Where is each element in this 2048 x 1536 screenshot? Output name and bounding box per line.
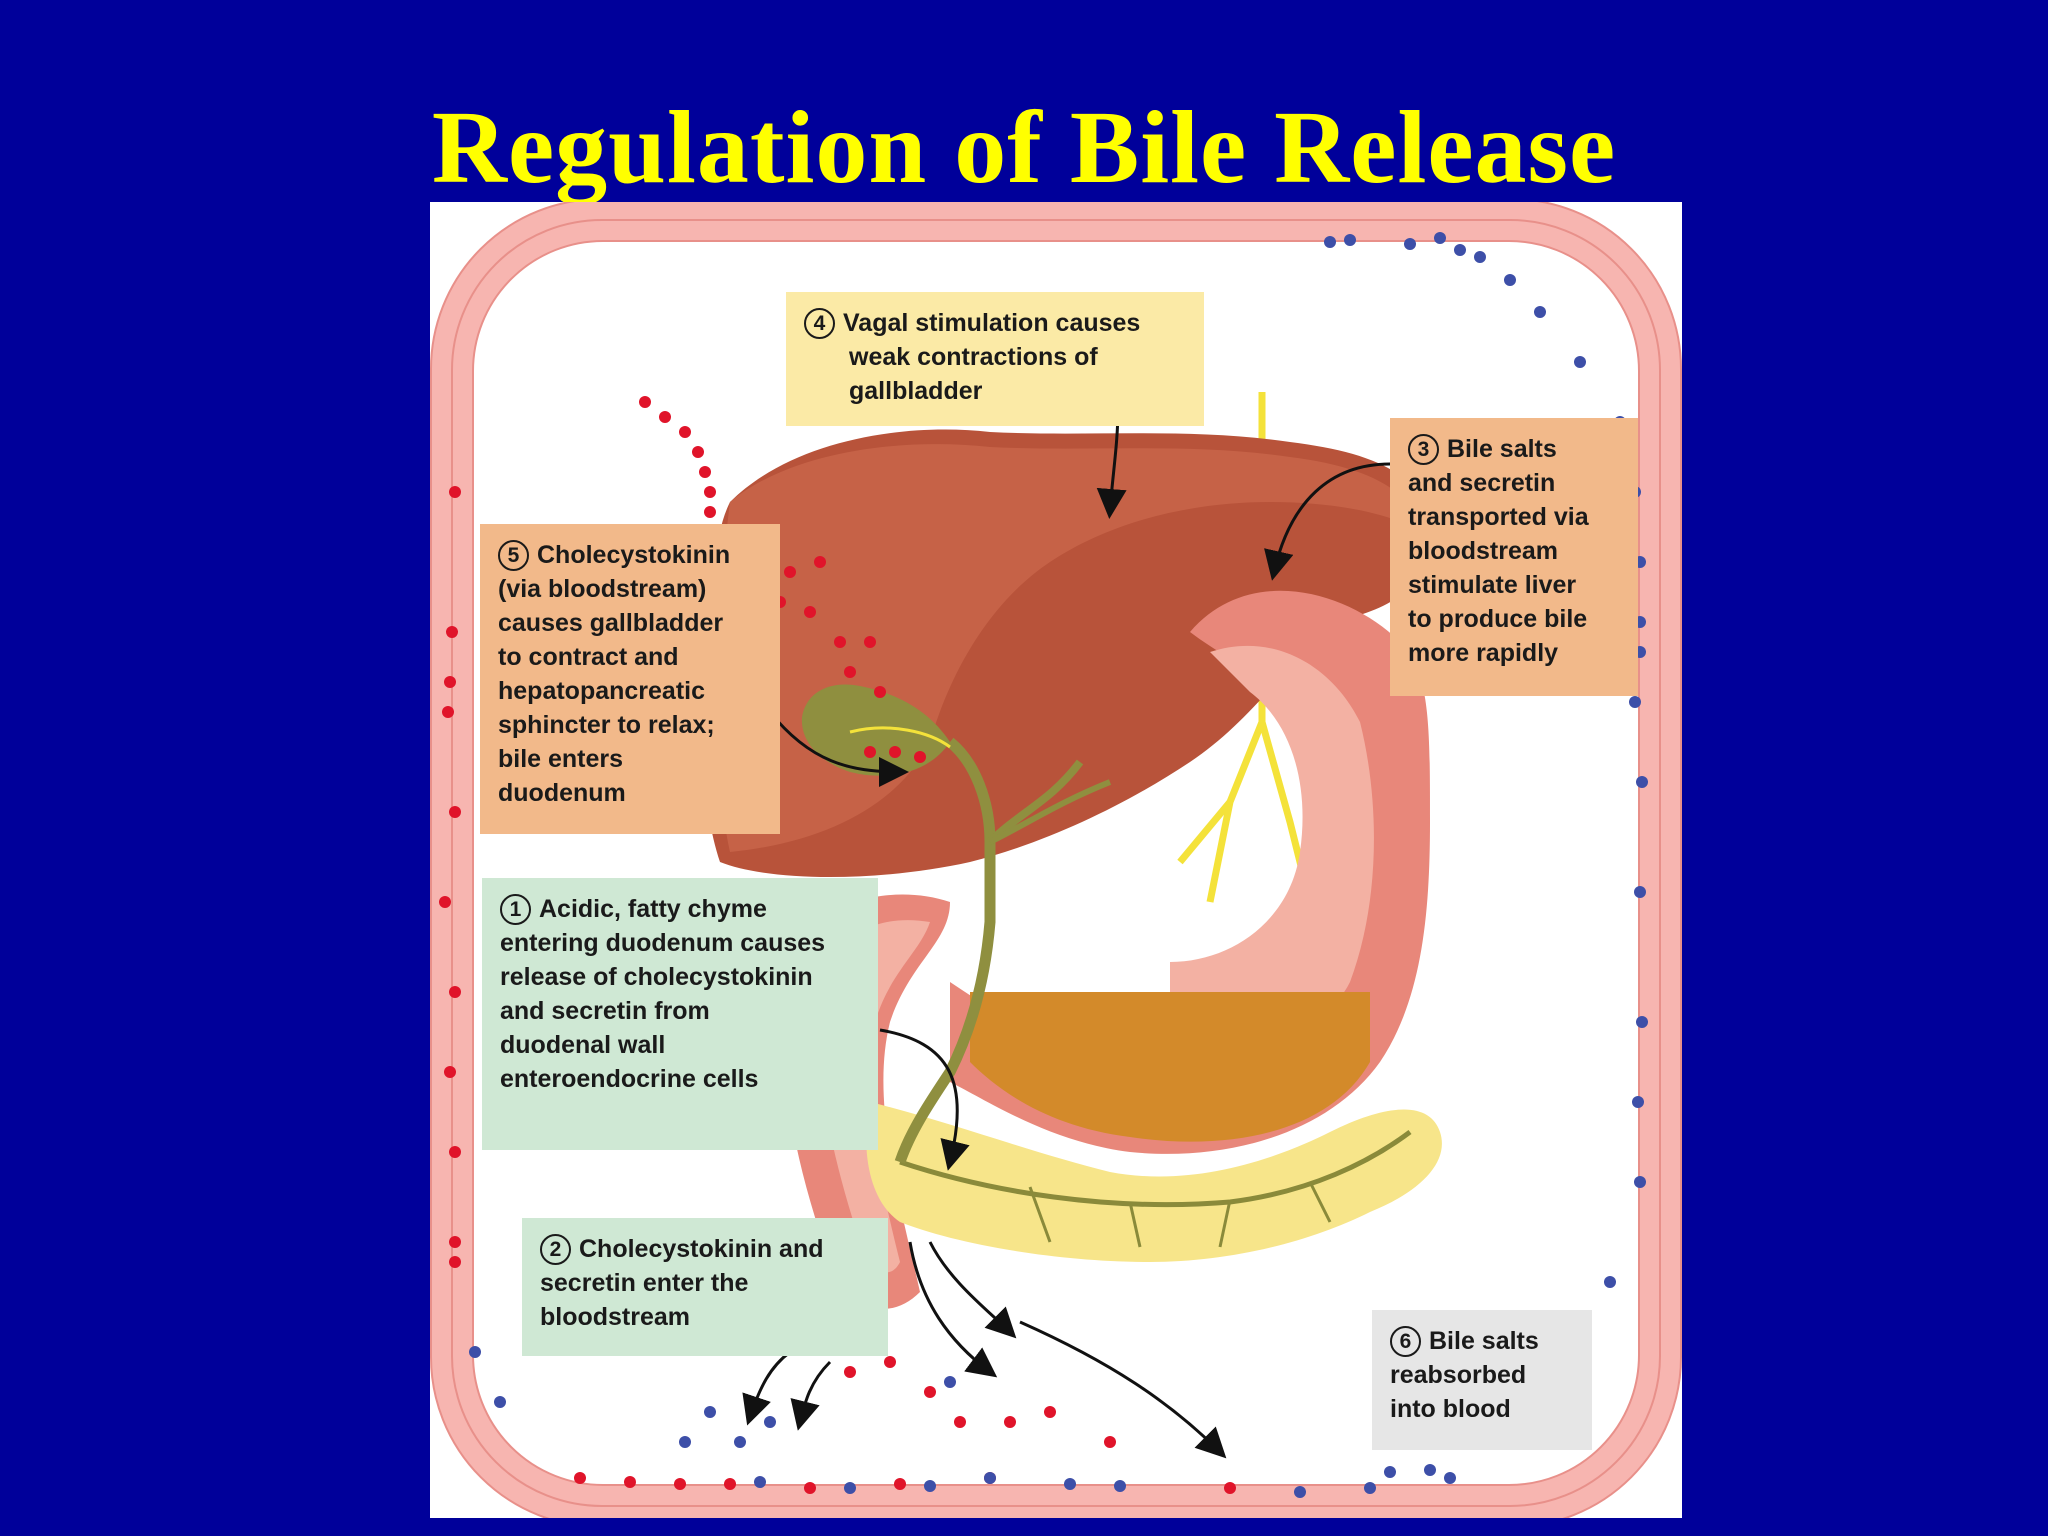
callout-line: bloodstream xyxy=(540,1303,691,1331)
callout-line: sphincter to relax; xyxy=(498,711,715,739)
callout-line: into blood xyxy=(1390,1395,1511,1423)
flow-arrows xyxy=(742,406,1391,1459)
callout-line: release of cholecystokinin xyxy=(500,963,813,991)
callout-line: (via bloodstream) xyxy=(498,575,707,603)
diagram-figure: 4 Vagal stimulation causes weak contracti… xyxy=(430,202,1682,1518)
callout-line: causes gallbladder xyxy=(498,609,724,637)
callout-line: and secretin xyxy=(1408,469,1556,497)
step-6-number: 6 xyxy=(1390,1326,1421,1357)
slide-title: Regulation of Bile Release xyxy=(431,90,1617,205)
callout-line: secretin enter the xyxy=(540,1269,749,1297)
callout-line: enteroendocrine cells xyxy=(500,1065,759,1093)
callout-step-4: 4 Vagal stimulation causes weak contracti… xyxy=(786,292,1204,426)
callout-line: duodenum xyxy=(498,779,626,807)
callout-line: bile enters xyxy=(498,745,624,773)
callout-line: duodenal wall xyxy=(500,1031,666,1059)
callout-step-6: 6 Bile salts reabsorbed into blood xyxy=(1372,1310,1592,1450)
callout-line: Bile salts xyxy=(1429,1327,1539,1355)
step-5-number: 5 xyxy=(498,540,529,571)
anatomy-illustration xyxy=(430,202,1682,1518)
step-4-number: 4 xyxy=(804,308,835,339)
callout-line: to produce bile xyxy=(1408,605,1588,633)
callout-step-1: 1 Acidic, fatty chyme entering duodenum c… xyxy=(482,878,878,1150)
callout-line: Vagal stimulation causes xyxy=(843,309,1141,337)
callout-step-3: 3 Bile salts and secretin transported via… xyxy=(1390,418,1638,696)
step-1-number: 1 xyxy=(500,894,531,925)
callout-line: bloodstream xyxy=(1408,537,1559,565)
callout-line: stimulate liver xyxy=(1408,571,1577,599)
callout-line: reabsorbed xyxy=(1390,1361,1527,1389)
callout-line: transported via xyxy=(1408,503,1589,531)
step-2-number: 2 xyxy=(540,1234,571,1265)
gallbladder-icon xyxy=(801,684,1112,1164)
callout-line: and secretin from xyxy=(500,997,710,1025)
pancreas-icon xyxy=(866,1102,1442,1262)
callout-line: Cholecystokinin xyxy=(537,541,731,569)
callout-line: gallbladder xyxy=(849,377,983,405)
callout-line: to contract and xyxy=(498,643,679,671)
callout-line: Cholecystokinin and xyxy=(579,1235,824,1263)
callout-line: entering duodenum causes xyxy=(500,929,826,957)
step-3-number: 3 xyxy=(1408,434,1439,465)
callout-line: Acidic, fatty chyme xyxy=(539,895,767,923)
callout-line: Bile salts xyxy=(1447,435,1557,463)
callout-line: weak contractions of xyxy=(849,343,1098,371)
callout-step-5: 5 Cholecystokinin (via bloodstream) cause… xyxy=(480,524,780,834)
callout-line: more rapidly xyxy=(1408,639,1559,667)
callout-line: hepatopancreatic xyxy=(498,677,706,705)
